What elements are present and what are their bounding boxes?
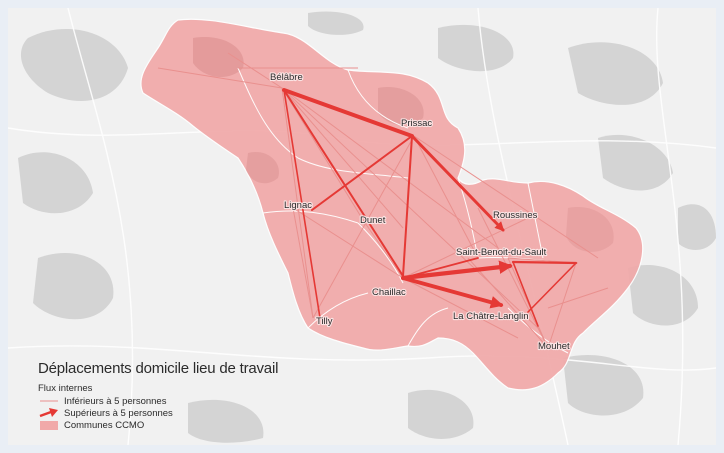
legend-title: Déplacements domicile lieu de travail xyxy=(38,360,279,377)
place-label-lignac[interactable]: Lignac xyxy=(283,199,313,212)
arrow-icon xyxy=(38,407,60,419)
place-label-prissac[interactable]: Prissac xyxy=(400,117,434,130)
place-label-mouhet[interactable]: Mouhet xyxy=(537,340,571,353)
place-labels: Bélâbre Prissac Lignac Dunet Roussines S… xyxy=(269,71,571,353)
legend-item-strong-flow: Supérieurs à 5 personnes xyxy=(38,407,278,419)
map-view[interactable]: Bélâbre Prissac Lignac Dunet Roussines S… xyxy=(8,8,716,445)
legend-item-communes: Communes CCMO xyxy=(38,419,278,431)
map-legend: Déplacements domicile lieu de travail Fl… xyxy=(38,360,278,431)
legend-item-label: Supérieurs à 5 personnes xyxy=(64,407,173,419)
road-network xyxy=(8,8,716,445)
place-label-chaillac[interactable]: Chaillac xyxy=(371,286,407,299)
flows-strong xyxy=(282,88,578,327)
legend-item-weak-flow: Inférieurs à 5 personnes xyxy=(38,395,278,407)
ccmo-territory xyxy=(140,18,644,391)
map-canvas: Bélâbre Prissac Lignac Dunet Roussines S… xyxy=(8,8,716,445)
thin-line-icon xyxy=(38,395,60,407)
legend-subtitle: Flux internes xyxy=(38,383,93,394)
place-label-belabre[interactable]: Bélâbre xyxy=(269,71,304,84)
legend-item-label: Inférieurs à 5 personnes xyxy=(64,395,167,407)
place-label-roussines[interactable]: Roussines xyxy=(492,209,539,222)
place-label-dunet[interactable]: Dunet xyxy=(359,214,387,227)
place-label-tilly[interactable]: Tilly xyxy=(315,315,334,328)
flows-weak xyxy=(157,52,609,349)
forest-areas xyxy=(18,11,716,443)
area-icon xyxy=(38,419,60,431)
place-label-saint-benoit[interactable]: Saint-Benoit-du-Sault xyxy=(455,246,548,259)
place-label-la-chatre-langlin[interactable]: La Châtre-Langlin xyxy=(452,310,530,323)
legend-item-label: Communes CCMO xyxy=(64,419,145,431)
